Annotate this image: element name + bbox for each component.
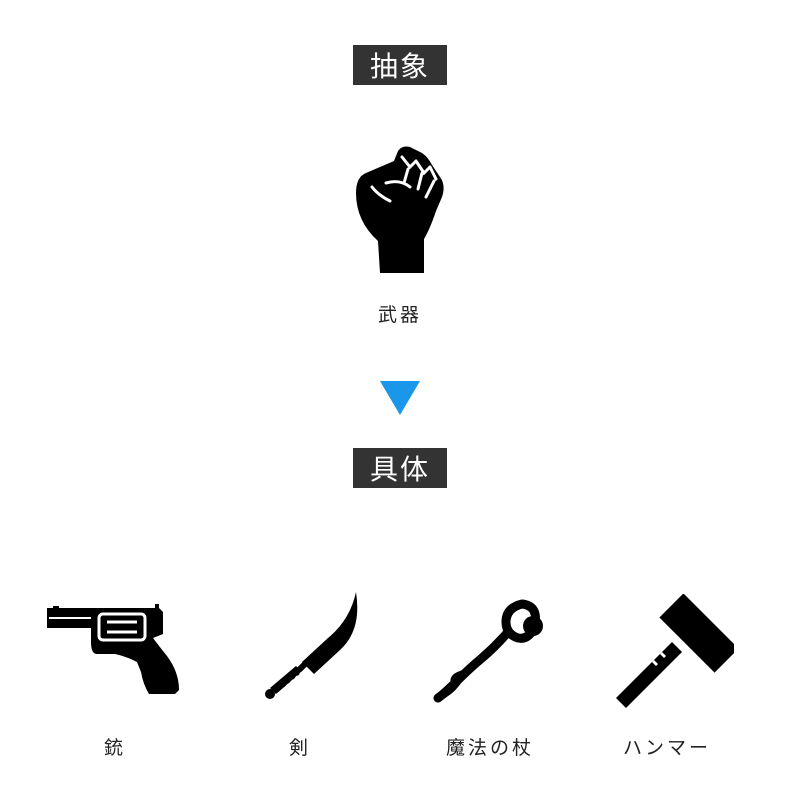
concrete-item-label: ハンマー — [622, 737, 711, 759]
abstract-badge: 抽象 — [353, 45, 447, 85]
revolver-icon — [47, 604, 179, 694]
abstract-label: 武器 — [377, 304, 422, 326]
triangle-down-icon — [380, 381, 420, 415]
concrete-badge: 具体 — [353, 448, 447, 488]
knife-icon — [265, 592, 358, 699]
concrete-item-label: 銃 — [103, 737, 126, 759]
magic-staff-icon — [433, 599, 543, 703]
concrete-item-label: 剣 — [288, 737, 311, 759]
concrete-item-label: 魔法の杖 — [445, 737, 534, 759]
fist-icon — [356, 146, 444, 273]
hammer-icon — [616, 594, 734, 708]
